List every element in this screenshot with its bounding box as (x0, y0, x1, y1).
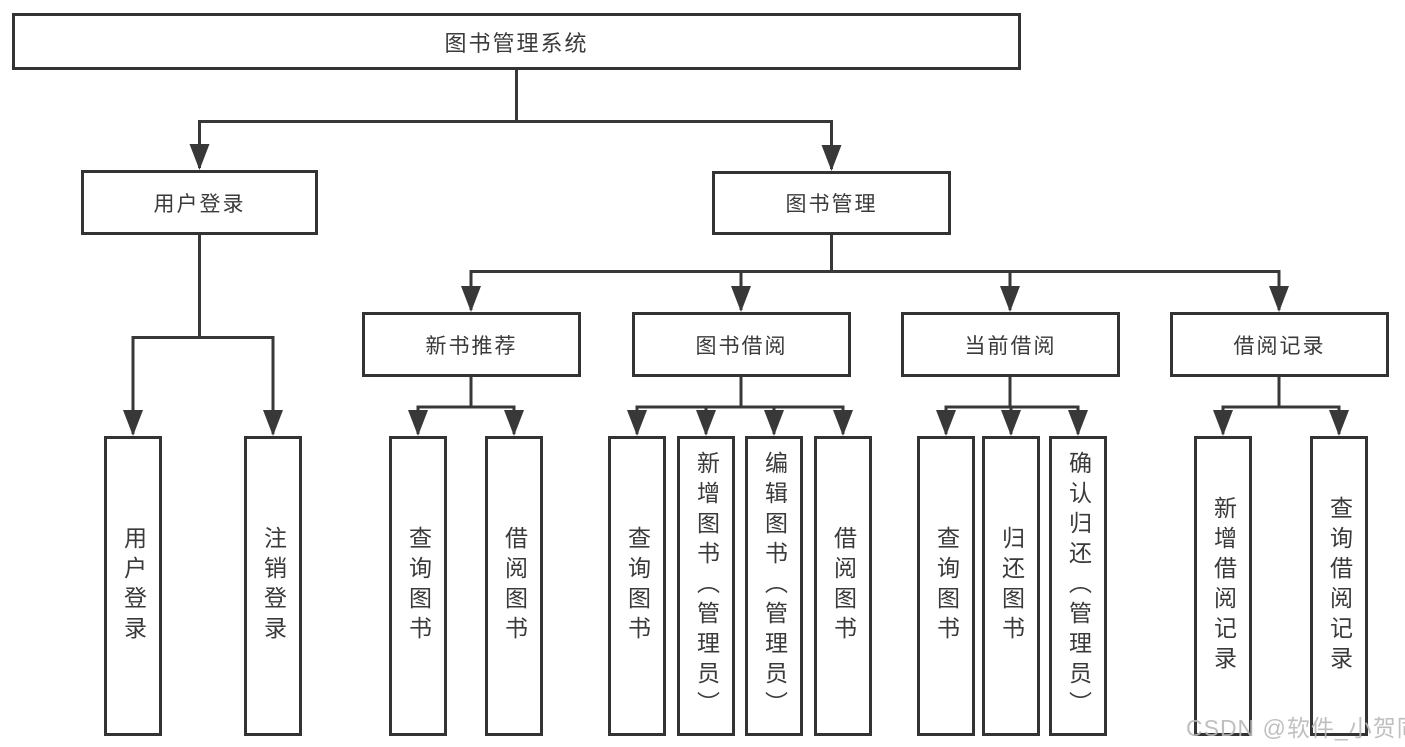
connector-book-borrow (635, 376, 845, 434)
arrowhead-icon (627, 410, 647, 436)
node-library-system: 图书管理系统 (12, 13, 1021, 70)
node-label: 借阅图书 (501, 526, 528, 646)
node-label: 新书推荐 (425, 334, 518, 358)
node-label: 新增借阅记录 (1210, 496, 1237, 676)
leaf-logout: 注销登录 (244, 436, 302, 736)
node-label: 查询图书 (933, 526, 960, 646)
node-label: 图书借阅 (695, 334, 788, 358)
leaf-query-borrow-record: 查询借阅记录 (1310, 436, 1368, 736)
leaf-query-books-recommend: 查询图书 (389, 436, 447, 736)
leaf-return-book: 归还图书 (982, 436, 1040, 736)
arrowhead-icon (123, 410, 143, 436)
leaf-user-login: 用户登录 (104, 436, 162, 736)
connector-borrow-records (1221, 376, 1341, 434)
arrowhead-icon (1213, 410, 1233, 436)
arrowhead-icon (408, 410, 428, 436)
node-new-book-recommend: 新书推荐 (362, 312, 581, 377)
node-label: 归还图书 (998, 526, 1025, 646)
arrowhead-icon (833, 410, 853, 436)
arrowhead-icon (764, 410, 784, 436)
node-borrow-records: 借阅记录 (1170, 312, 1389, 377)
arrowhead-icon (1000, 286, 1020, 312)
leaf-add-borrow-record: 新增借阅记录 (1194, 436, 1252, 736)
arrowhead-icon (731, 286, 751, 312)
connector-root (198, 70, 833, 169)
arrowhead-icon (1269, 286, 1289, 312)
node-book-borrow: 图书借阅 (632, 312, 851, 377)
arrowhead-icon (821, 145, 842, 171)
leaf-borrow-books: 借阅图书 (814, 436, 872, 736)
arrowhead-icon (263, 410, 283, 436)
node-label: 借阅图书 (830, 526, 857, 646)
arrowhead-icon (1068, 410, 1088, 436)
leaf-add-book-admin: 新增图书（管理员） (677, 436, 735, 736)
node-user-login: 用户登录 (81, 170, 318, 235)
arrowhead-icon (696, 410, 716, 436)
node-label: 图书管理系统 (444, 30, 589, 56)
node-label: 当前借阅 (964, 334, 1057, 358)
node-current-borrow: 当前借阅 (901, 312, 1120, 377)
leaf-edit-book-admin: 编辑图书（管理员） (745, 436, 803, 736)
node-label: 编辑图书（管理员） (761, 451, 788, 721)
leaf-query-books-current: 查询图书 (917, 436, 975, 736)
connector-new-book-recommend (416, 376, 516, 434)
node-label: 查询借阅记录 (1326, 496, 1353, 676)
node-label: 查询图书 (405, 526, 432, 646)
leaf-confirm-return-admin: 确认归还（管理员） (1049, 436, 1107, 736)
arrowhead-icon (1001, 410, 1021, 436)
node-label: 查询图书 (624, 526, 651, 646)
node-label: 图书管理 (785, 193, 878, 216)
leaf-borrow-books-recommend: 借阅图书 (485, 436, 543, 736)
watermark: CSDN @软件_小贺同学 (1186, 715, 1405, 741)
arrowhead-icon (936, 410, 956, 436)
arrowhead-icon (189, 144, 210, 170)
node-label: 用户登录 (153, 192, 246, 216)
leaf-query-books-borrow: 查询图书 (608, 436, 666, 736)
arrowhead-icon (504, 410, 524, 436)
node-book-management: 图书管理 (712, 171, 951, 235)
node-label: 确认归还（管理员） (1065, 451, 1092, 721)
node-label: 注销登录 (260, 526, 287, 646)
arrowhead-icon (461, 286, 481, 312)
node-label: 新增图书（管理员） (693, 451, 720, 721)
connector-user-login (131, 234, 275, 434)
node-label: 用户登录 (120, 526, 147, 646)
node-label: 借阅记录 (1233, 334, 1326, 358)
arrowhead-icon (1329, 410, 1349, 436)
connector-book-management (469, 234, 1281, 310)
